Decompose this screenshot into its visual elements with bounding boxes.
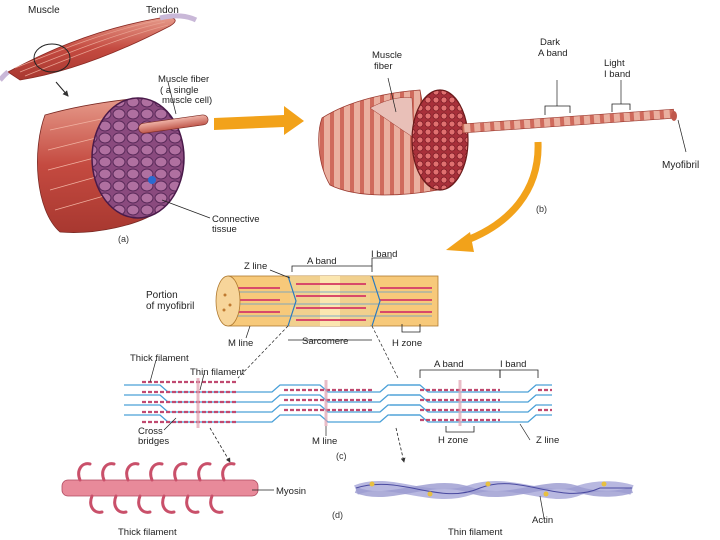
panel-c: Z line A band I band Portion of myofibri… bbox=[124, 249, 559, 461]
arrow-to-thin bbox=[395, 427, 406, 463]
filament-lattice bbox=[124, 378, 552, 428]
myofibril-pointer bbox=[677, 119, 687, 153]
i-band-bracket-top bbox=[371, 257, 392, 266]
label-tendon: Tendon bbox=[146, 5, 179, 16]
label-i-band-right: I band bbox=[500, 359, 526, 370]
muscle-fiber-pulled bbox=[138, 114, 209, 134]
a-band-bracket-top bbox=[291, 265, 373, 272]
label-h-zone-top: H zone bbox=[392, 338, 422, 349]
label-portion-1: Portion bbox=[146, 290, 178, 301]
zoom-line-left bbox=[237, 325, 289, 379]
thin-filament-drawing bbox=[354, 481, 634, 499]
zoom-arrow-a bbox=[55, 81, 69, 97]
label-a-band-right: A band bbox=[434, 359, 464, 370]
label-single-cell-2: muscle cell) bbox=[162, 95, 212, 106]
connective-pointer bbox=[161, 199, 211, 219]
label-m-line-mid: M line bbox=[312, 436, 337, 447]
z-line-right-pointer bbox=[519, 423, 531, 441]
label-panel-a: (a) bbox=[118, 234, 129, 244]
arrow-b-to-c bbox=[460, 141, 542, 246]
label-panel-d: (d) bbox=[332, 510, 343, 520]
label-panel-b: (b) bbox=[536, 204, 547, 214]
arrow-to-thick bbox=[209, 427, 231, 463]
label-single-cell-1: ( a single bbox=[160, 85, 199, 96]
panel-d: Myosin (d) Actin Thick filament Thin fil… bbox=[61, 427, 634, 538]
label-muscle-fiber-b-2: fiber bbox=[374, 61, 392, 72]
label-myosin: Myosin bbox=[276, 486, 306, 497]
label-portion-2: of myofibril bbox=[146, 301, 194, 312]
label-i-band-b: I band bbox=[604, 69, 630, 80]
dark-band-bracket bbox=[544, 105, 571, 115]
fiber-b-pointer bbox=[387, 77, 397, 113]
whole-muscle bbox=[7, 17, 176, 81]
blood-vessel-dot bbox=[148, 176, 156, 184]
label-z-line-right: Z line bbox=[536, 435, 559, 446]
panel-a: Muscle Tendon Muscle fiber ( a single mu… bbox=[0, 5, 260, 244]
label-dark: Dark bbox=[540, 37, 560, 48]
myofibril-strand bbox=[461, 108, 675, 134]
muscle-striations bbox=[14, 19, 169, 77]
label-i-band-top: I band bbox=[371, 249, 397, 260]
label-a-band-b: A band bbox=[538, 48, 568, 59]
myofibril-end bbox=[671, 111, 677, 121]
thin-filament-pointer bbox=[199, 373, 205, 391]
label-thick-filament-bottom: Thick filament bbox=[118, 527, 177, 538]
label-z-line-top: Z line bbox=[244, 261, 267, 272]
label-m-line-top: M line bbox=[228, 338, 253, 349]
h-zone-bracket-top bbox=[401, 324, 421, 333]
label-muscle: Muscle bbox=[28, 5, 60, 16]
label-panel-c: (c) bbox=[336, 451, 347, 461]
panel-b: Muscle fiber Dark A band Light I band My… bbox=[318, 37, 699, 214]
label-thin-filament: Thin filament bbox=[190, 367, 245, 378]
arrow-a-to-b bbox=[214, 106, 304, 135]
arrow-b-to-c-head bbox=[446, 232, 474, 252]
label-connective-1: Connective bbox=[212, 214, 260, 225]
actin-pointer bbox=[539, 495, 545, 519]
h-zone-bracket-mid bbox=[445, 426, 475, 433]
fiber-sarcolemma-flap bbox=[369, 97, 415, 139]
fiber-pointer bbox=[167, 81, 177, 115]
label-myofibril: Myofibril bbox=[662, 160, 699, 171]
label-cross-2: bridges bbox=[138, 436, 169, 447]
thick-filament-pointer bbox=[149, 359, 157, 383]
sarcomere-bands bbox=[236, 275, 432, 327]
label-cross-1: Cross bbox=[138, 426, 163, 437]
rotation-loop bbox=[33, 43, 71, 73]
label-light: Light bbox=[604, 58, 625, 69]
zoom-line-right bbox=[371, 325, 399, 379]
z-line-pointer bbox=[269, 269, 291, 279]
label-muscle-fiber-a: Muscle fiber bbox=[158, 74, 209, 85]
label-connective-2: tissue bbox=[212, 224, 237, 235]
i-band-bracket-right bbox=[499, 369, 539, 378]
label-thin-filament-bottom: Thin filament bbox=[448, 527, 503, 538]
cross-bridge-pointer bbox=[163, 417, 177, 431]
tendon-left-shape bbox=[0, 70, 10, 82]
myofibril-cross-face bbox=[411, 89, 469, 191]
thick-filament-drawing bbox=[61, 462, 259, 514]
a-band-bracket-right bbox=[419, 369, 501, 378]
tendon-shape bbox=[159, 13, 198, 23]
label-actin: Actin bbox=[532, 515, 553, 526]
myofibril-portion-end bbox=[215, 275, 241, 327]
label-sarcomere: Sarcomere bbox=[302, 336, 348, 347]
light-band-bracket bbox=[611, 103, 631, 112]
fascicle-face bbox=[91, 97, 185, 219]
m-line-pointer-top bbox=[245, 325, 251, 339]
label-h-zone-mid: H zone bbox=[438, 435, 468, 446]
label-muscle-fiber-b-1: Muscle bbox=[372, 50, 402, 61]
label-a-band-top: A band bbox=[307, 256, 337, 267]
label-thick-filament: Thick filament bbox=[130, 353, 189, 364]
